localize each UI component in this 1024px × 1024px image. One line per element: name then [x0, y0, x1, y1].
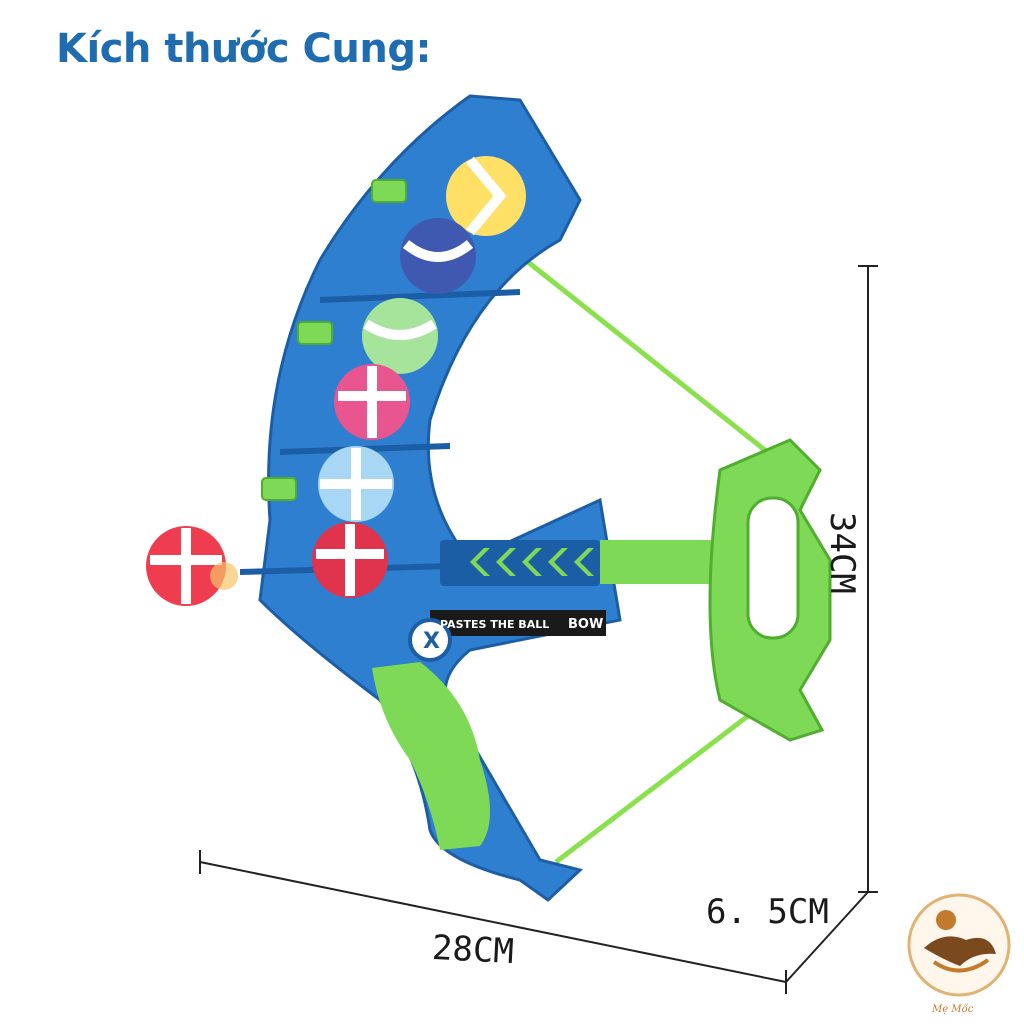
ball-lightblue	[318, 446, 394, 522]
dimension-lines	[199, 265, 878, 994]
depth-label: 6. 5CM	[706, 892, 829, 932]
bow-body	[239, 94, 622, 902]
clip-middle	[297, 321, 333, 345]
x-badge	[408, 618, 452, 662]
ball-green	[362, 298, 438, 374]
width-line	[199, 861, 787, 983]
chevron-marks	[470, 548, 594, 576]
watermark-label: Mẹ Mốc	[932, 1004, 974, 1015]
depth-line	[785, 891, 869, 983]
watermark-logo-icon	[907, 893, 1011, 997]
draw-handle	[600, 438, 832, 742]
ball-red-flying	[146, 526, 238, 606]
label-strip	[430, 610, 606, 636]
balls	[146, 156, 526, 606]
grip-text: PASTES THE BALL	[440, 618, 549, 631]
height-label: 34CM	[822, 512, 862, 594]
ball-yellow	[446, 156, 526, 236]
page-title: Kích thước Cung:	[56, 26, 431, 72]
brand-text: BOW	[568, 617, 603, 632]
upper-string	[526, 260, 792, 472]
badge-symbol: X	[423, 629, 440, 654]
width-label: 28CM	[431, 927, 515, 973]
clip-lower	[261, 477, 297, 501]
ball-red-loaded	[312, 522, 388, 598]
clip-top	[371, 179, 407, 203]
grip-panel	[372, 662, 490, 850]
ball-pink	[334, 364, 410, 440]
ball-blue	[400, 218, 476, 294]
